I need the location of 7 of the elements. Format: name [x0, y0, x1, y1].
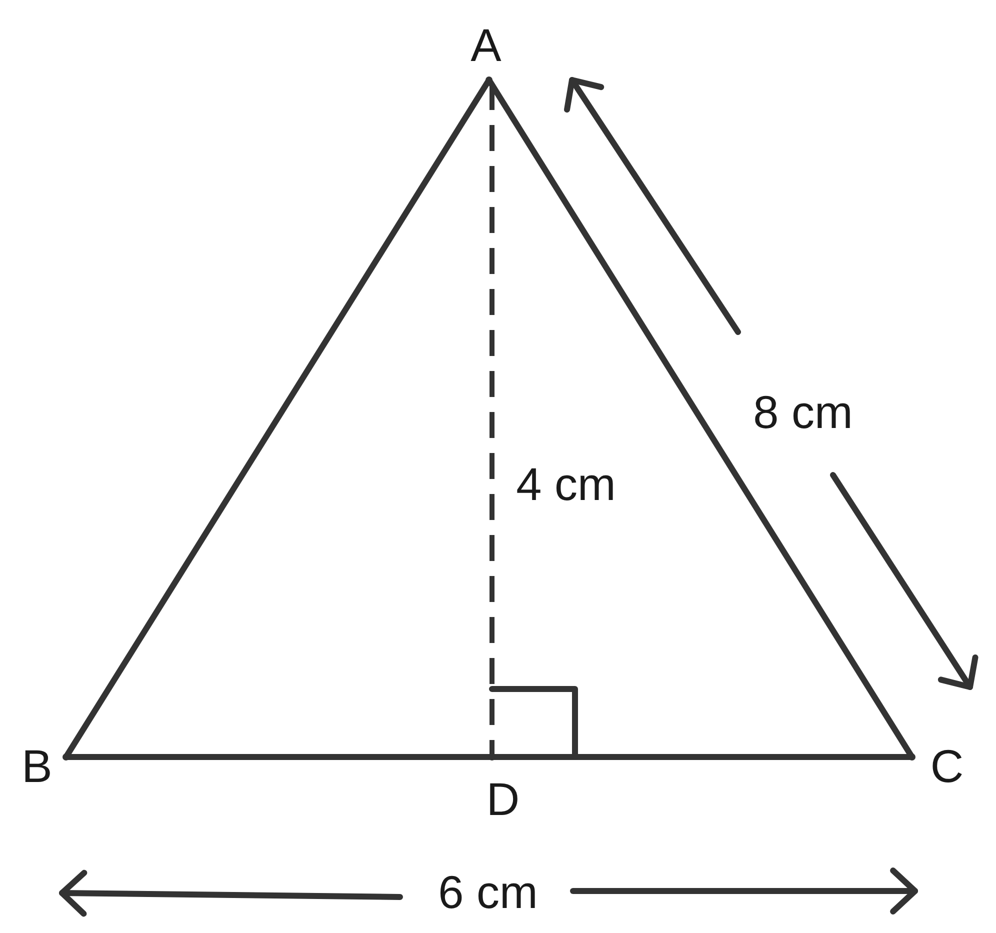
- dimension-label: 8 cm: [753, 389, 853, 435]
- vertex-label: D: [486, 776, 520, 822]
- vertex-label: C: [930, 743, 964, 789]
- dimension-label: 6 cm: [438, 869, 538, 915]
- vertex-label: A: [470, 22, 502, 68]
- vertex-label: B: [22, 743, 52, 789]
- dimension-label: 4 cm: [516, 461, 616, 507]
